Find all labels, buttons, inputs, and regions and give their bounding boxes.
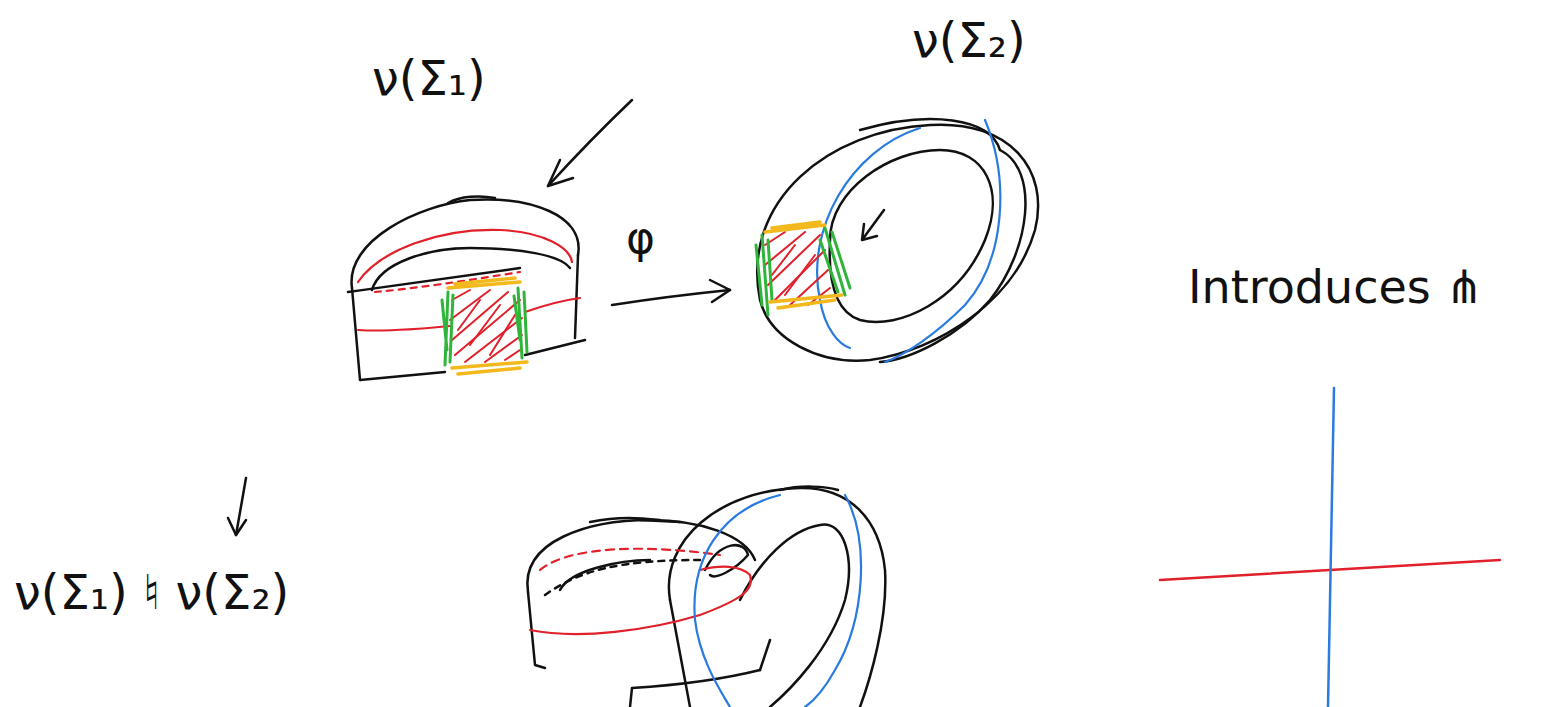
red-curve — [358, 230, 572, 282]
map-arrow — [612, 280, 730, 305]
green-edges — [756, 228, 850, 315]
blue-curve — [817, 128, 920, 348]
inner-rim — [830, 150, 993, 322]
plumbing-label: ν(Σ₁) ♮ ν(Σ₂) — [14, 566, 289, 619]
pointer-arrow — [862, 210, 884, 240]
inner-rim — [560, 560, 650, 590]
band-two — [756, 119, 1038, 362]
plumbed-bands — [527, 487, 885, 707]
rim-edge — [780, 487, 838, 490]
side-edge — [352, 288, 360, 380]
blue-curve — [885, 120, 1000, 362]
arrow-head — [548, 160, 573, 186]
red-curve — [375, 272, 520, 292]
inner-rim — [740, 525, 849, 707]
band-label: ν(Σ₂) — [912, 14, 1026, 67]
side-edge — [630, 670, 760, 707]
side-edge — [670, 600, 690, 707]
note-text: Introduces ⋔ — [1188, 262, 1484, 313]
top-edge — [348, 268, 520, 292]
rim-edge — [880, 150, 1025, 362]
hidden-edge — [545, 560, 700, 595]
map-label: φ — [626, 214, 655, 262]
leader-line — [548, 100, 632, 186]
transverse-cross — [1160, 388, 1500, 707]
yellow-edges — [765, 222, 842, 308]
rim-edge — [860, 119, 1000, 150]
blue-line — [1328, 388, 1334, 707]
red-curve — [540, 549, 720, 570]
inner-rim — [705, 545, 748, 576]
bottom-edge — [360, 340, 585, 380]
band-label: ν(Σ₁) — [372, 52, 486, 105]
blue-curve — [694, 495, 780, 707]
red-curve — [530, 567, 751, 634]
side-edge — [575, 255, 578, 338]
red-hatching — [450, 290, 522, 362]
pointer-arrow — [228, 478, 246, 535]
pointer-arrow — [548, 100, 632, 186]
outer-rim — [669, 488, 885, 707]
band-one — [348, 196, 585, 380]
rim-edge — [640, 520, 770, 670]
blue-curve — [805, 495, 861, 707]
yellow-edges — [448, 278, 527, 374]
rim-edge — [448, 196, 495, 203]
green-edges — [442, 288, 527, 365]
